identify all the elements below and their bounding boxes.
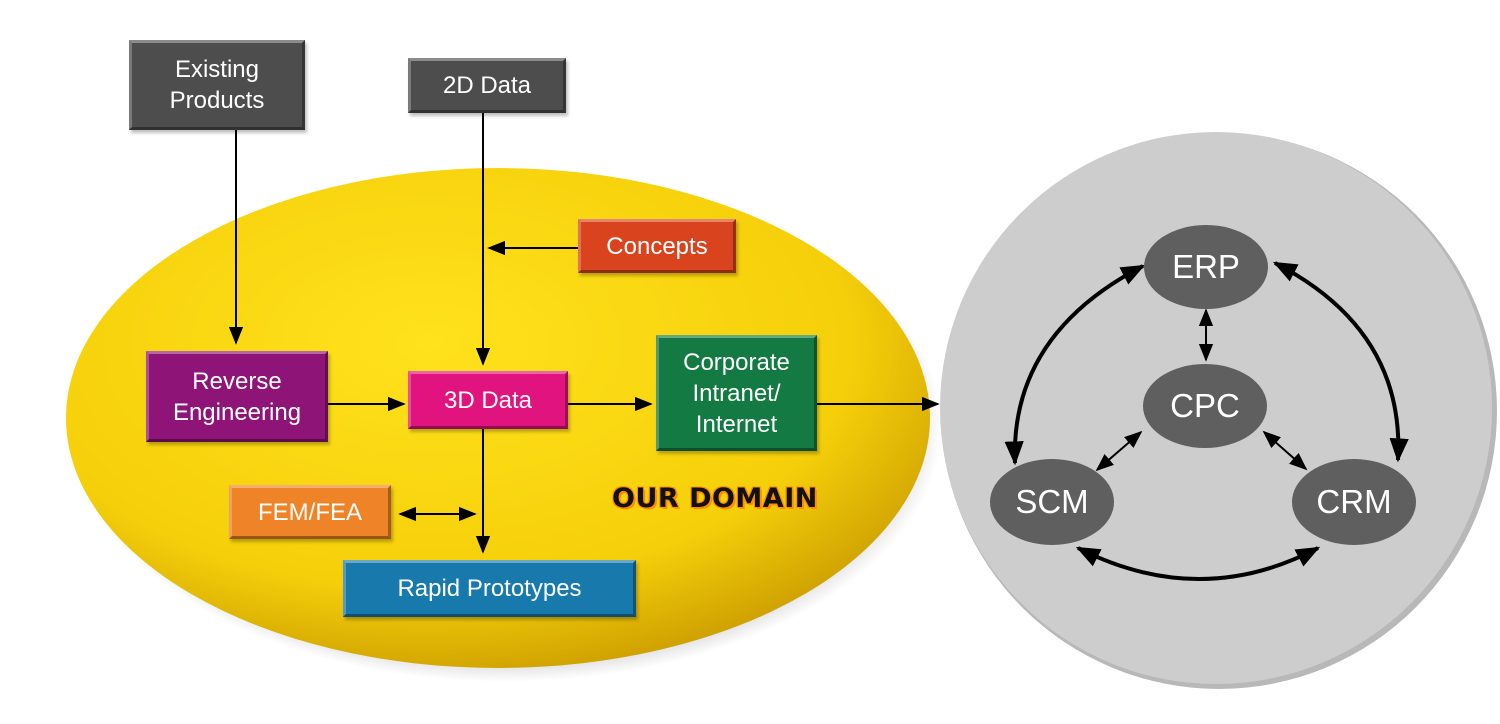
rapid-prototypes-label: Rapid Prototypes	[397, 575, 582, 602]
arrow-erp-crm	[1272, 261, 1409, 463]
3d-data-label: 3D Data	[443, 386, 533, 414]
cpc-label: CPC	[1170, 387, 1240, 424]
erp-label: ERP	[1172, 248, 1240, 285]
arrow-cpc-scm	[1095, 430, 1143, 472]
3d-data-box: 3D Data	[408, 371, 568, 429]
our-domain-label: OUR DOMAIN	[612, 483, 818, 514]
scm-label: SCM	[1015, 483, 1089, 520]
reverse-engineering-label: Reverse Engineering	[172, 367, 302, 426]
crm-label: CRM	[1316, 483, 1392, 520]
arrow-scm-crm	[1075, 546, 1321, 581]
crm-node: CRM	[1292, 459, 1416, 545]
fem-fea-label: FEM/FEA	[257, 498, 362, 526]
concepts-label: Concepts	[606, 232, 708, 260]
concepts-box: Concepts	[578, 219, 736, 273]
existing-products-box: Existing Products	[129, 40, 305, 130]
existing-products-label: Existing Products	[169, 56, 265, 114]
corporate-intranet-box: Corporate Intranet/ Internet	[656, 335, 817, 451]
arrow-cpc-crm	[1262, 430, 1308, 471]
corporate-intranet-label: Corporate Intranet/ Internet	[683, 348, 790, 438]
scm-node: SCM	[990, 459, 1114, 545]
arrow-erp-scm	[1004, 264, 1146, 466]
2d-data-label: 2D Data	[442, 72, 532, 99]
rapid-prototypes-box: Rapid Prototypes	[343, 560, 636, 617]
erp-node: ERP	[1144, 225, 1268, 309]
reverse-engineering-box: Reverse Engineering	[146, 351, 328, 442]
cpc-node: CPC	[1143, 364, 1267, 448]
2d-data-box: 2D Data	[408, 58, 566, 113]
fem-fea-box: FEM/FEA	[229, 485, 391, 539]
